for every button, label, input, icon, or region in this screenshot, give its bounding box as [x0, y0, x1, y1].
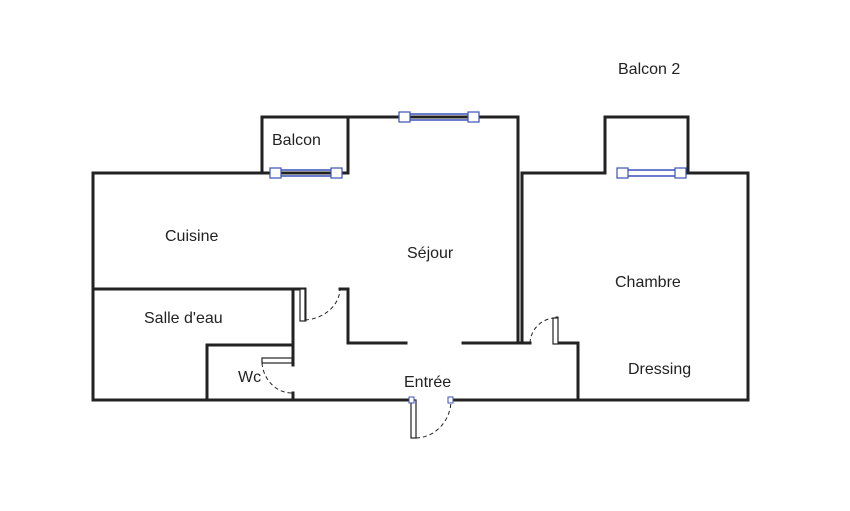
room-labels: Balcon 2 Balcon Cuisine Séjour Chambre S… [144, 61, 691, 391]
doors [261, 288, 559, 439]
label-dressing: Dressing [628, 361, 691, 378]
label-sejour: Séjour [407, 245, 454, 262]
label-balcon: Balcon [272, 132, 321, 149]
window-chambre [616, 167, 687, 179]
label-cuisine: Cuisine [165, 228, 218, 245]
window-balcon [269, 167, 343, 179]
label-chambre: Chambre [615, 274, 681, 291]
window-sejour [398, 111, 480, 123]
windows [269, 111, 687, 179]
walls [91, 115, 750, 402]
label-salle-deau: Salle d'eau [144, 310, 223, 327]
door-chambre [529, 317, 559, 345]
label-entree: Entrée [404, 374, 451, 391]
label-balcon-2: Balcon 2 [618, 61, 680, 78]
door-wc [261, 357, 293, 394]
label-wc: Wc [238, 369, 261, 386]
door-entree [408, 396, 454, 439]
door-salle-deau [299, 288, 341, 322]
